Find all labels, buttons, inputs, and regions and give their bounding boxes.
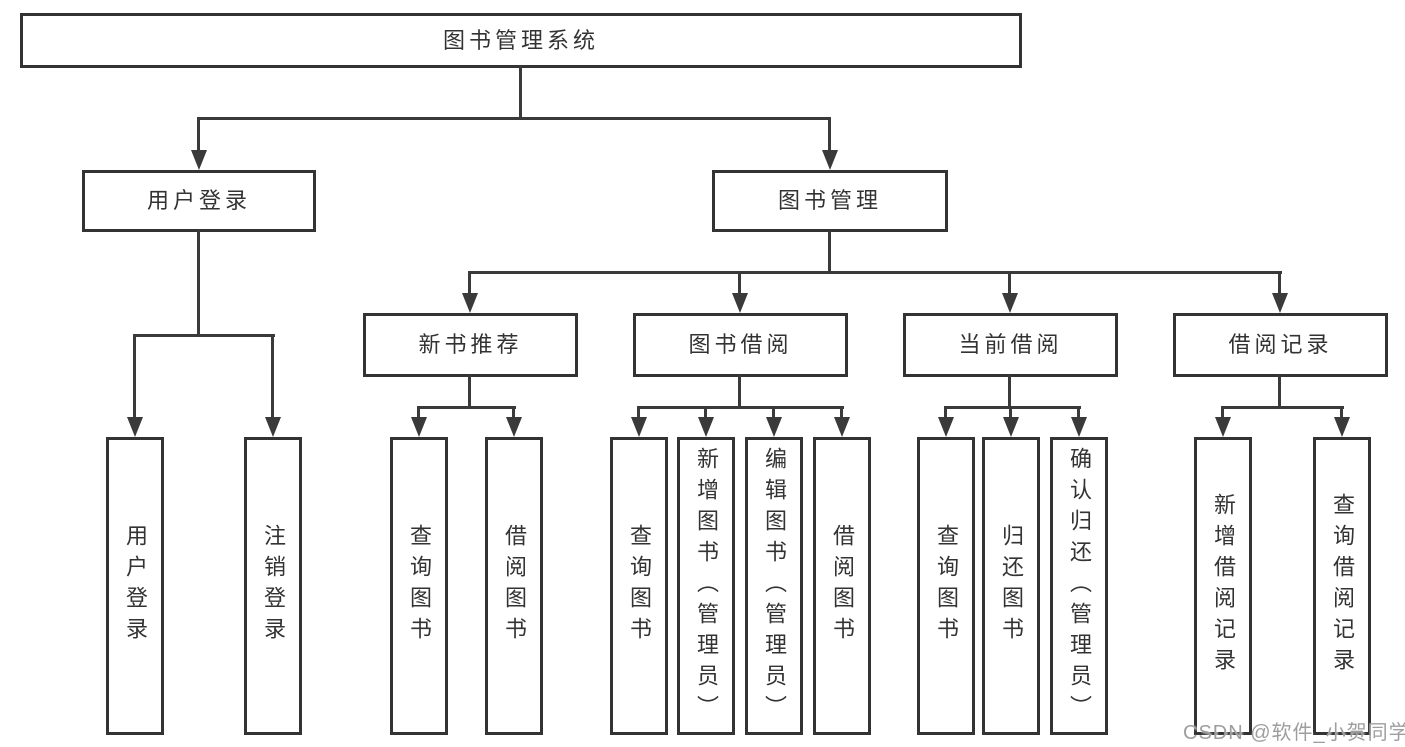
edge-line (519, 66, 522, 119)
edge-line (1009, 406, 1012, 419)
leaf-confirm-return-admin: 确认归还（管理员） (1050, 437, 1108, 735)
leaf-user-login: 用户登录 (106, 437, 164, 735)
edge-line (704, 406, 707, 419)
node-label: 新增图书（管理员） (694, 446, 719, 726)
node-label: 新增借阅记录 (1211, 493, 1236, 679)
node-library-system: 图书管理系统 (20, 13, 1022, 68)
node-label: 用户登录 (146, 188, 251, 213)
node-book-borrow: 图书借阅 (633, 313, 848, 377)
edge-line (1221, 406, 1224, 419)
node-label: 新书推荐 (418, 332, 523, 357)
node-label: 归还图书 (999, 524, 1024, 648)
edge-line (197, 230, 200, 337)
edge-arrowhead-down (938, 417, 954, 437)
edge-line (133, 334, 136, 419)
edge-line (944, 406, 1081, 409)
node-borrow-record: 借阅记录 (1173, 313, 1388, 377)
edge-line (944, 406, 947, 419)
node-label: 查询图书 (407, 524, 432, 648)
node-current-borrow: 当前借阅 (903, 313, 1118, 377)
node-label: 借阅图书 (830, 524, 855, 648)
edge-arrowhead-down (822, 150, 838, 170)
node-label: 图书借阅 (688, 332, 793, 357)
edge-arrowhead-down (265, 417, 281, 437)
leaf-add-book-admin: 新增图书（管理员） (677, 437, 735, 735)
node-new-book-recommend: 新书推荐 (363, 313, 578, 377)
leaf-query-borrow-record: 查询借阅记录 (1313, 437, 1371, 735)
edge-arrowhead-down (732, 293, 748, 313)
edge-line (738, 271, 741, 297)
edge-line (637, 406, 640, 419)
edge-line (133, 334, 275, 337)
edge-arrowhead-down (462, 293, 478, 313)
edge-arrowhead-down (1215, 417, 1231, 437)
edge-arrowhead-down (1334, 417, 1350, 437)
edge-arrowhead-down (506, 417, 522, 437)
edge-line (468, 375, 471, 409)
leaf-add-borrow-record: 新增借阅记录 (1194, 437, 1252, 735)
node-label: 图书管理 (777, 188, 882, 213)
edge-line (1008, 375, 1011, 409)
leaf-return-book: 归还图书 (982, 437, 1040, 735)
edge-arrowhead-down (1272, 293, 1288, 313)
leaf-query-book-recommend: 查询图书 (390, 437, 448, 735)
leaf-logout: 注销登录 (244, 437, 302, 735)
edge-line (828, 117, 831, 153)
leaf-query-book-current: 查询图书 (917, 437, 975, 735)
edge-line (417, 406, 420, 419)
node-label: 注销登录 (261, 524, 286, 648)
node-label: 借阅图书 (502, 524, 527, 648)
node-label: 借阅记录 (1228, 332, 1333, 357)
edge-line (1340, 406, 1343, 419)
leaf-borrow-book-recommend: 借阅图书 (485, 437, 543, 735)
edge-line (1077, 406, 1080, 419)
edge-line (1278, 375, 1281, 409)
edge-arrowhead-down (127, 417, 143, 437)
edge-arrowhead-down (1002, 293, 1018, 313)
edge-line (840, 406, 843, 419)
node-label: 查询图书 (627, 524, 652, 648)
edge-arrowhead-down (191, 150, 207, 170)
edge-arrowhead-down (1071, 417, 1087, 437)
edge-line (469, 271, 1282, 274)
edge-line (772, 406, 775, 419)
edge-arrowhead-down (1003, 417, 1019, 437)
edge-line (738, 375, 741, 409)
edge-arrowhead-down (834, 417, 850, 437)
edge-arrowhead-down (698, 417, 714, 437)
leaf-edit-book-admin: 编辑图书（管理员） (745, 437, 803, 735)
edge-line (512, 406, 515, 419)
edge-arrowhead-down (411, 417, 427, 437)
edge-line (197, 117, 200, 153)
edge-line (1278, 271, 1281, 297)
node-label: 用户登录 (123, 524, 148, 648)
node-label: 查询借阅记录 (1330, 493, 1355, 679)
leaf-borrow-book: 借阅图书 (813, 437, 871, 735)
watermark: CSDN @软件_小贺同学 (1183, 722, 1405, 744)
leaf-query-book-borrow: 查询图书 (610, 437, 668, 735)
node-label: 当前借阅 (958, 332, 1063, 357)
edge-line (468, 271, 471, 297)
edge-arrowhead-down (766, 417, 782, 437)
edge-line (417, 406, 516, 409)
node-user-login-branch: 用户登录 (82, 170, 316, 232)
node-book-management: 图书管理 (712, 170, 948, 232)
node-label: 图书管理系统 (442, 27, 599, 53)
node-label: 确认归还（管理员） (1067, 446, 1092, 726)
edge-arrowhead-down (631, 417, 647, 437)
edge-line (197, 117, 831, 120)
edge-line (271, 334, 274, 419)
edge-line (637, 406, 844, 409)
node-label: 编辑图书（管理员） (762, 446, 787, 726)
node-label: 查询图书 (934, 524, 959, 648)
edge-line (828, 231, 831, 274)
edge-line (1221, 406, 1344, 409)
edge-line (1008, 271, 1011, 297)
